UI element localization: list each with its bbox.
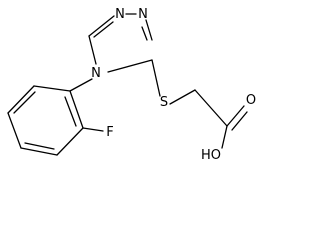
atom-n4-label: N (91, 66, 101, 81)
bond-ch2-c (194, 89, 228, 127)
atom-o-label: O (246, 93, 256, 108)
bond-c-o-double (226, 105, 245, 127)
bond-c-f (82, 127, 104, 132)
bond-ar-5 (7, 85, 35, 114)
bond-c3-s (151, 59, 161, 97)
bond-n4-c5 (88, 35, 97, 65)
bond-ar-1 (69, 90, 84, 129)
atom-n2-label: N (138, 7, 148, 22)
bond-ar-4 (7, 112, 22, 149)
bond-c5-n1 (88, 15, 115, 37)
bond-ar-5-double (13, 91, 36, 114)
bond-n2-c3 (145, 19, 153, 41)
triazole-ring (88, 13, 161, 97)
bond-ar-3-double (24, 142, 55, 150)
atom-s-label: S (160, 95, 168, 110)
bond-n2-c3-double (141, 26, 148, 41)
bond-n4-phenyl (69, 78, 93, 92)
bond-s-ch2 (169, 89, 196, 105)
atom-f-label: F (106, 125, 113, 140)
bond-ar-2 (56, 127, 84, 156)
bond-c3-n4 (107, 59, 153, 73)
atom-oh-label: HO (201, 148, 221, 163)
bond-c-o-double-2 (231, 111, 248, 131)
bond-c5-n1-double (93, 21, 114, 38)
bond-ar-3 (20, 147, 58, 156)
bond-ar-1-double (64, 96, 77, 127)
acid-chain (169, 89, 248, 149)
phenyl-ring (7, 78, 104, 156)
bond-ar-6 (33, 85, 71, 92)
molecule-structure: N N N S F O HO (7, 7, 256, 163)
bond-c-oh (221, 125, 228, 149)
atom-n1-label: N (115, 7, 125, 22)
